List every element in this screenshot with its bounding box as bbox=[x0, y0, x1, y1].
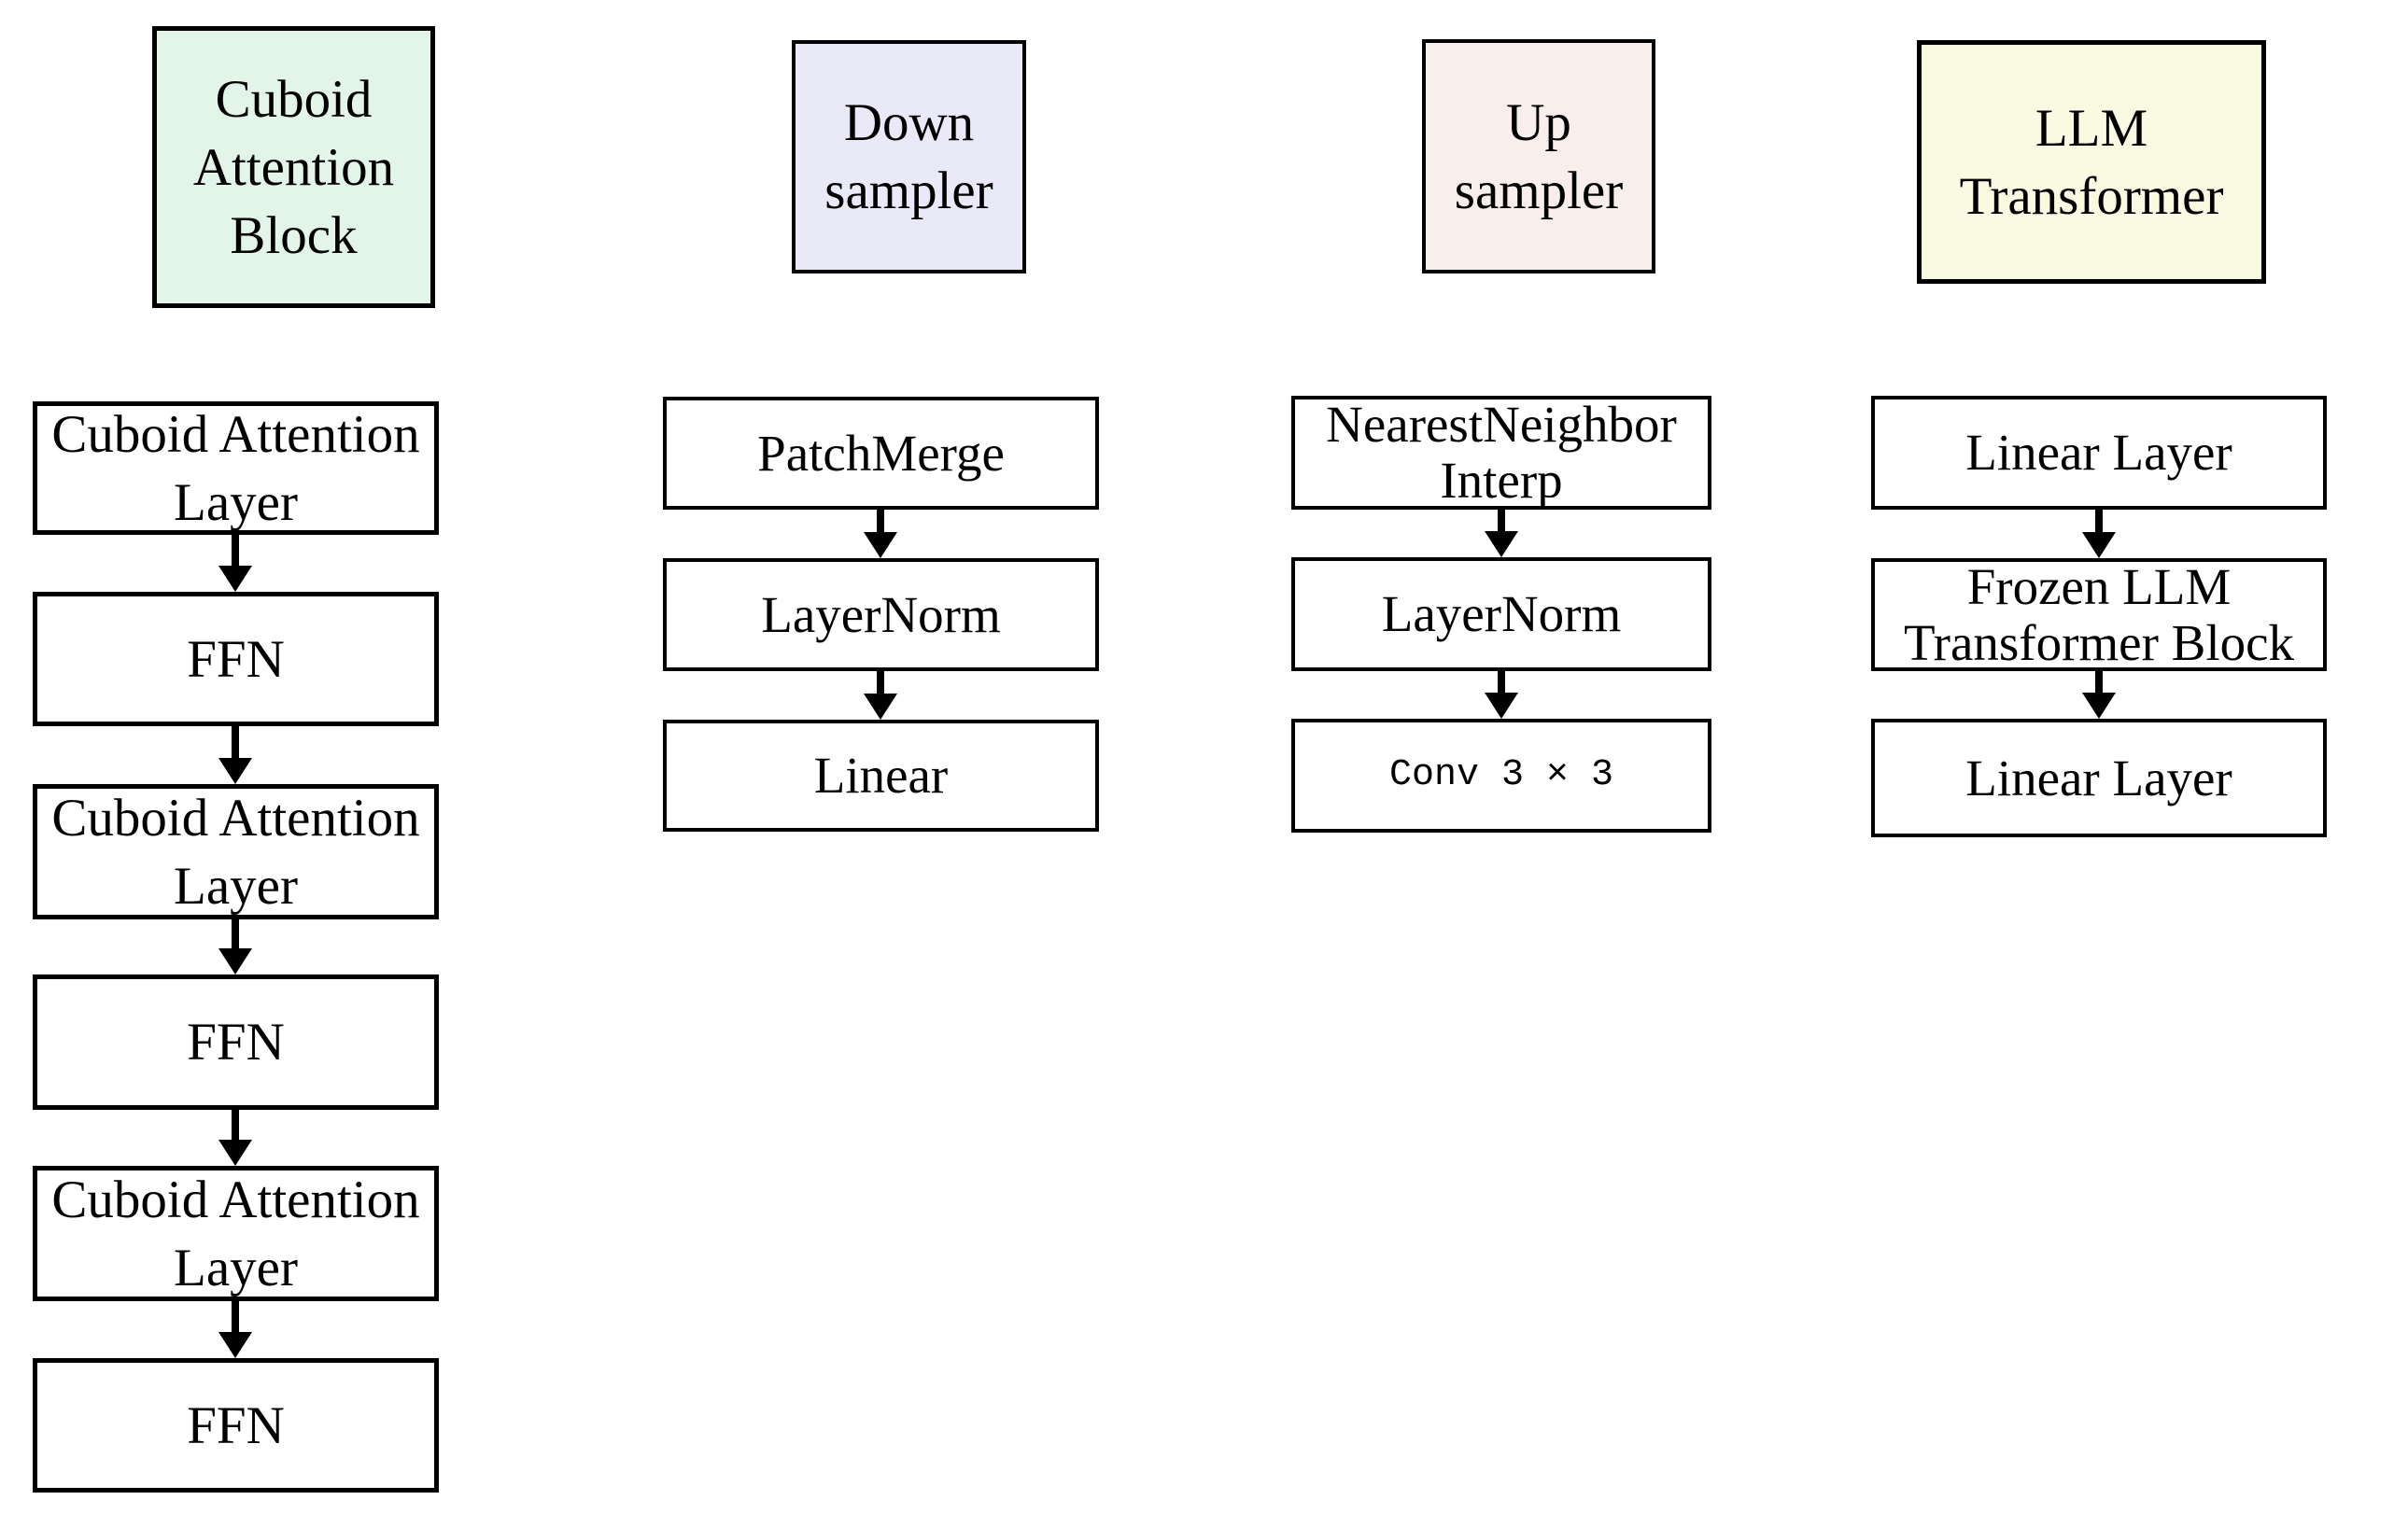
node-ffn-3: FFN bbox=[33, 1358, 439, 1493]
down-arrow bbox=[218, 919, 252, 974]
down-arrow bbox=[864, 510, 897, 558]
node-layernorm-up: LayerNorm bbox=[1291, 557, 1711, 671]
node-linear: Linear bbox=[663, 720, 1099, 832]
down-arrow bbox=[2082, 671, 2116, 719]
down-arrow bbox=[218, 1301, 252, 1358]
node-conv-3x3: Conv 3 × 3 bbox=[1291, 719, 1711, 833]
node-cuboid-attention-layer-1: Cuboid Attention Layer bbox=[33, 401, 439, 535]
node-linear-layer-2: Linear Layer bbox=[1871, 719, 2327, 837]
down-arrow bbox=[218, 1110, 252, 1166]
down-arrow bbox=[218, 726, 252, 784]
node-frozen-llm-transformer-block: Frozen LLM Transformer Block bbox=[1871, 558, 2327, 671]
node-ffn-2: FFN bbox=[33, 974, 439, 1110]
legend-llm-transformer: LLM Transformer bbox=[1917, 40, 2266, 284]
legend-up-sampler: Up sampler bbox=[1422, 39, 1655, 273]
down-arrow bbox=[864, 671, 897, 720]
node-cuboid-attention-layer-3: Cuboid Attention Layer bbox=[33, 1166, 439, 1301]
legend-cuboid-attention-block: Cuboid Attention Block bbox=[152, 26, 435, 308]
down-arrow bbox=[1485, 510, 1518, 557]
node-patchmerge: PatchMerge bbox=[663, 397, 1099, 510]
node-ffn-1: FFN bbox=[33, 592, 439, 726]
node-layernorm-down: LayerNorm bbox=[663, 558, 1099, 671]
node-nearestneighbor-interp: NearestNeighbor Interp bbox=[1291, 396, 1711, 510]
down-arrow bbox=[1485, 671, 1518, 719]
legend-down-sampler: Down sampler bbox=[792, 40, 1026, 273]
down-arrow bbox=[2082, 510, 2116, 558]
node-cuboid-attention-layer-2: Cuboid Attention Layer bbox=[33, 784, 439, 919]
down-arrow bbox=[218, 535, 252, 592]
node-linear-layer-1: Linear Layer bbox=[1871, 396, 2327, 510]
